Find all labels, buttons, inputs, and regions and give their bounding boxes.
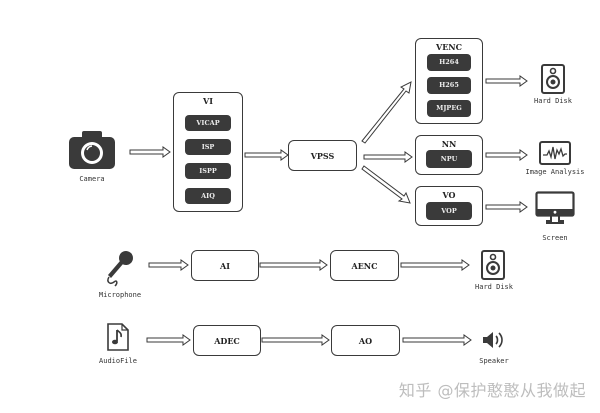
venc-block-h264: H264 <box>427 54 471 71</box>
arrow-vpss-to-vo <box>361 165 411 204</box>
hard-disk-speaker-icon <box>481 250 505 284</box>
vo-block-vop: VOP <box>426 202 472 220</box>
vo-module: VO VOP <box>415 186 483 226</box>
venc-block-h265: H265 <box>427 77 471 94</box>
nn-block-npu: NPU <box>426 150 472 168</box>
venc-output-label: Hard Disk <box>534 97 572 105</box>
vi-block-isp: ISP <box>185 139 231 155</box>
ai-module: AI <box>191 250 259 281</box>
speaker-icon <box>482 330 506 354</box>
aenc-module: AENC <box>330 250 399 281</box>
hard-disk-speaker-icon <box>541 64 565 98</box>
monitor-icon <box>535 191 575 229</box>
arrow-camera-to-vi <box>129 146 171 158</box>
speaker-label: Speaker <box>479 357 509 365</box>
venc-block-mjpeg: MJPEG <box>427 100 471 117</box>
watermark: 知乎 @保护憨憨从我做起 <box>398 381 586 400</box>
vi-module: VI VICAP ISP ISPP AIQ <box>173 92 243 212</box>
camera-label: Camera <box>79 175 105 183</box>
microphone-label: Microphone <box>98 291 142 299</box>
vi-title: VI <box>203 96 213 106</box>
vo-output-label: Screen <box>542 234 568 242</box>
image-analysis-icon <box>539 141 571 169</box>
arrow-ao-to-speaker <box>402 334 472 346</box>
vi-block-aiq: AIQ <box>185 188 231 204</box>
nn-output-label: Image Analysis <box>525 168 585 176</box>
arrow-mic-to-ai <box>148 259 189 271</box>
microphone-icon <box>103 250 135 292</box>
vo-title: VO <box>442 190 456 200</box>
adec-module: ADEC <box>193 325 261 356</box>
ao-module: AO <box>331 325 400 356</box>
arrow-venc-to-harddisk <box>485 75 528 87</box>
venc-module: VENC H264 H265 MJPEG <box>415 38 483 124</box>
arrow-vpss-to-nn <box>363 151 413 163</box>
vpss-module: VPSS <box>288 140 357 171</box>
arrow-audiofile-to-adec <box>146 334 191 346</box>
vpss-title: VPSS <box>310 151 335 161</box>
adec-title: ADEC <box>214 336 240 346</box>
camera-icon <box>68 130 116 174</box>
aenc-output-label: Hard Disk <box>475 283 513 291</box>
audiofile-label: AudioFile <box>99 357 137 365</box>
audio-file-icon <box>107 323 129 355</box>
arrow-nn-to-imageanalysis <box>485 149 528 161</box>
arrow-vpss-to-venc <box>361 81 412 144</box>
nn-title: NN <box>441 139 457 149</box>
arrow-aenc-to-harddisk <box>400 259 470 271</box>
ao-title: AO <box>358 336 373 346</box>
arrow-ai-to-aenc <box>259 259 328 271</box>
arrow-vi-to-vpss <box>244 149 289 161</box>
nn-module: NN NPU <box>415 135 483 175</box>
vi-block-ispp: ISPP <box>185 163 231 179</box>
vi-block-vicap: VICAP <box>185 115 231 131</box>
ai-title: AI <box>220 261 230 271</box>
aenc-title: AENC <box>351 261 378 271</box>
arrow-adec-to-ao <box>261 334 330 346</box>
venc-title: VENC <box>436 42 462 52</box>
arrow-vo-to-screen <box>485 201 528 213</box>
